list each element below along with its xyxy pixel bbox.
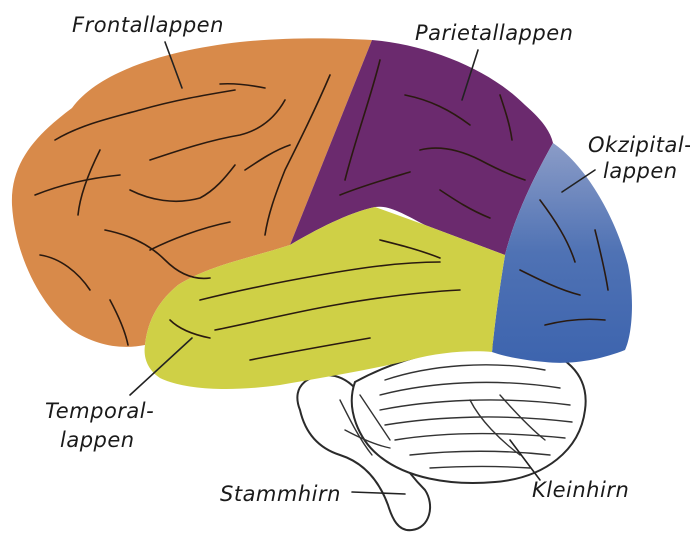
label-cerebellum: Kleinhirn (532, 478, 629, 502)
label-parietal-lobe: Parietallappen (415, 21, 573, 45)
label-brainstem: Stammhirn (220, 482, 341, 506)
label-temporal-lobe-line2: lappen (60, 428, 135, 452)
label-temporal-lobe-line1: Temporal- (45, 399, 154, 423)
label-occipital-lobe-line2: lappen (603, 159, 678, 183)
label-occipital-lobe-line1: Okzipital- (588, 133, 690, 157)
label-frontal-lobe: Frontallappen (72, 13, 224, 37)
